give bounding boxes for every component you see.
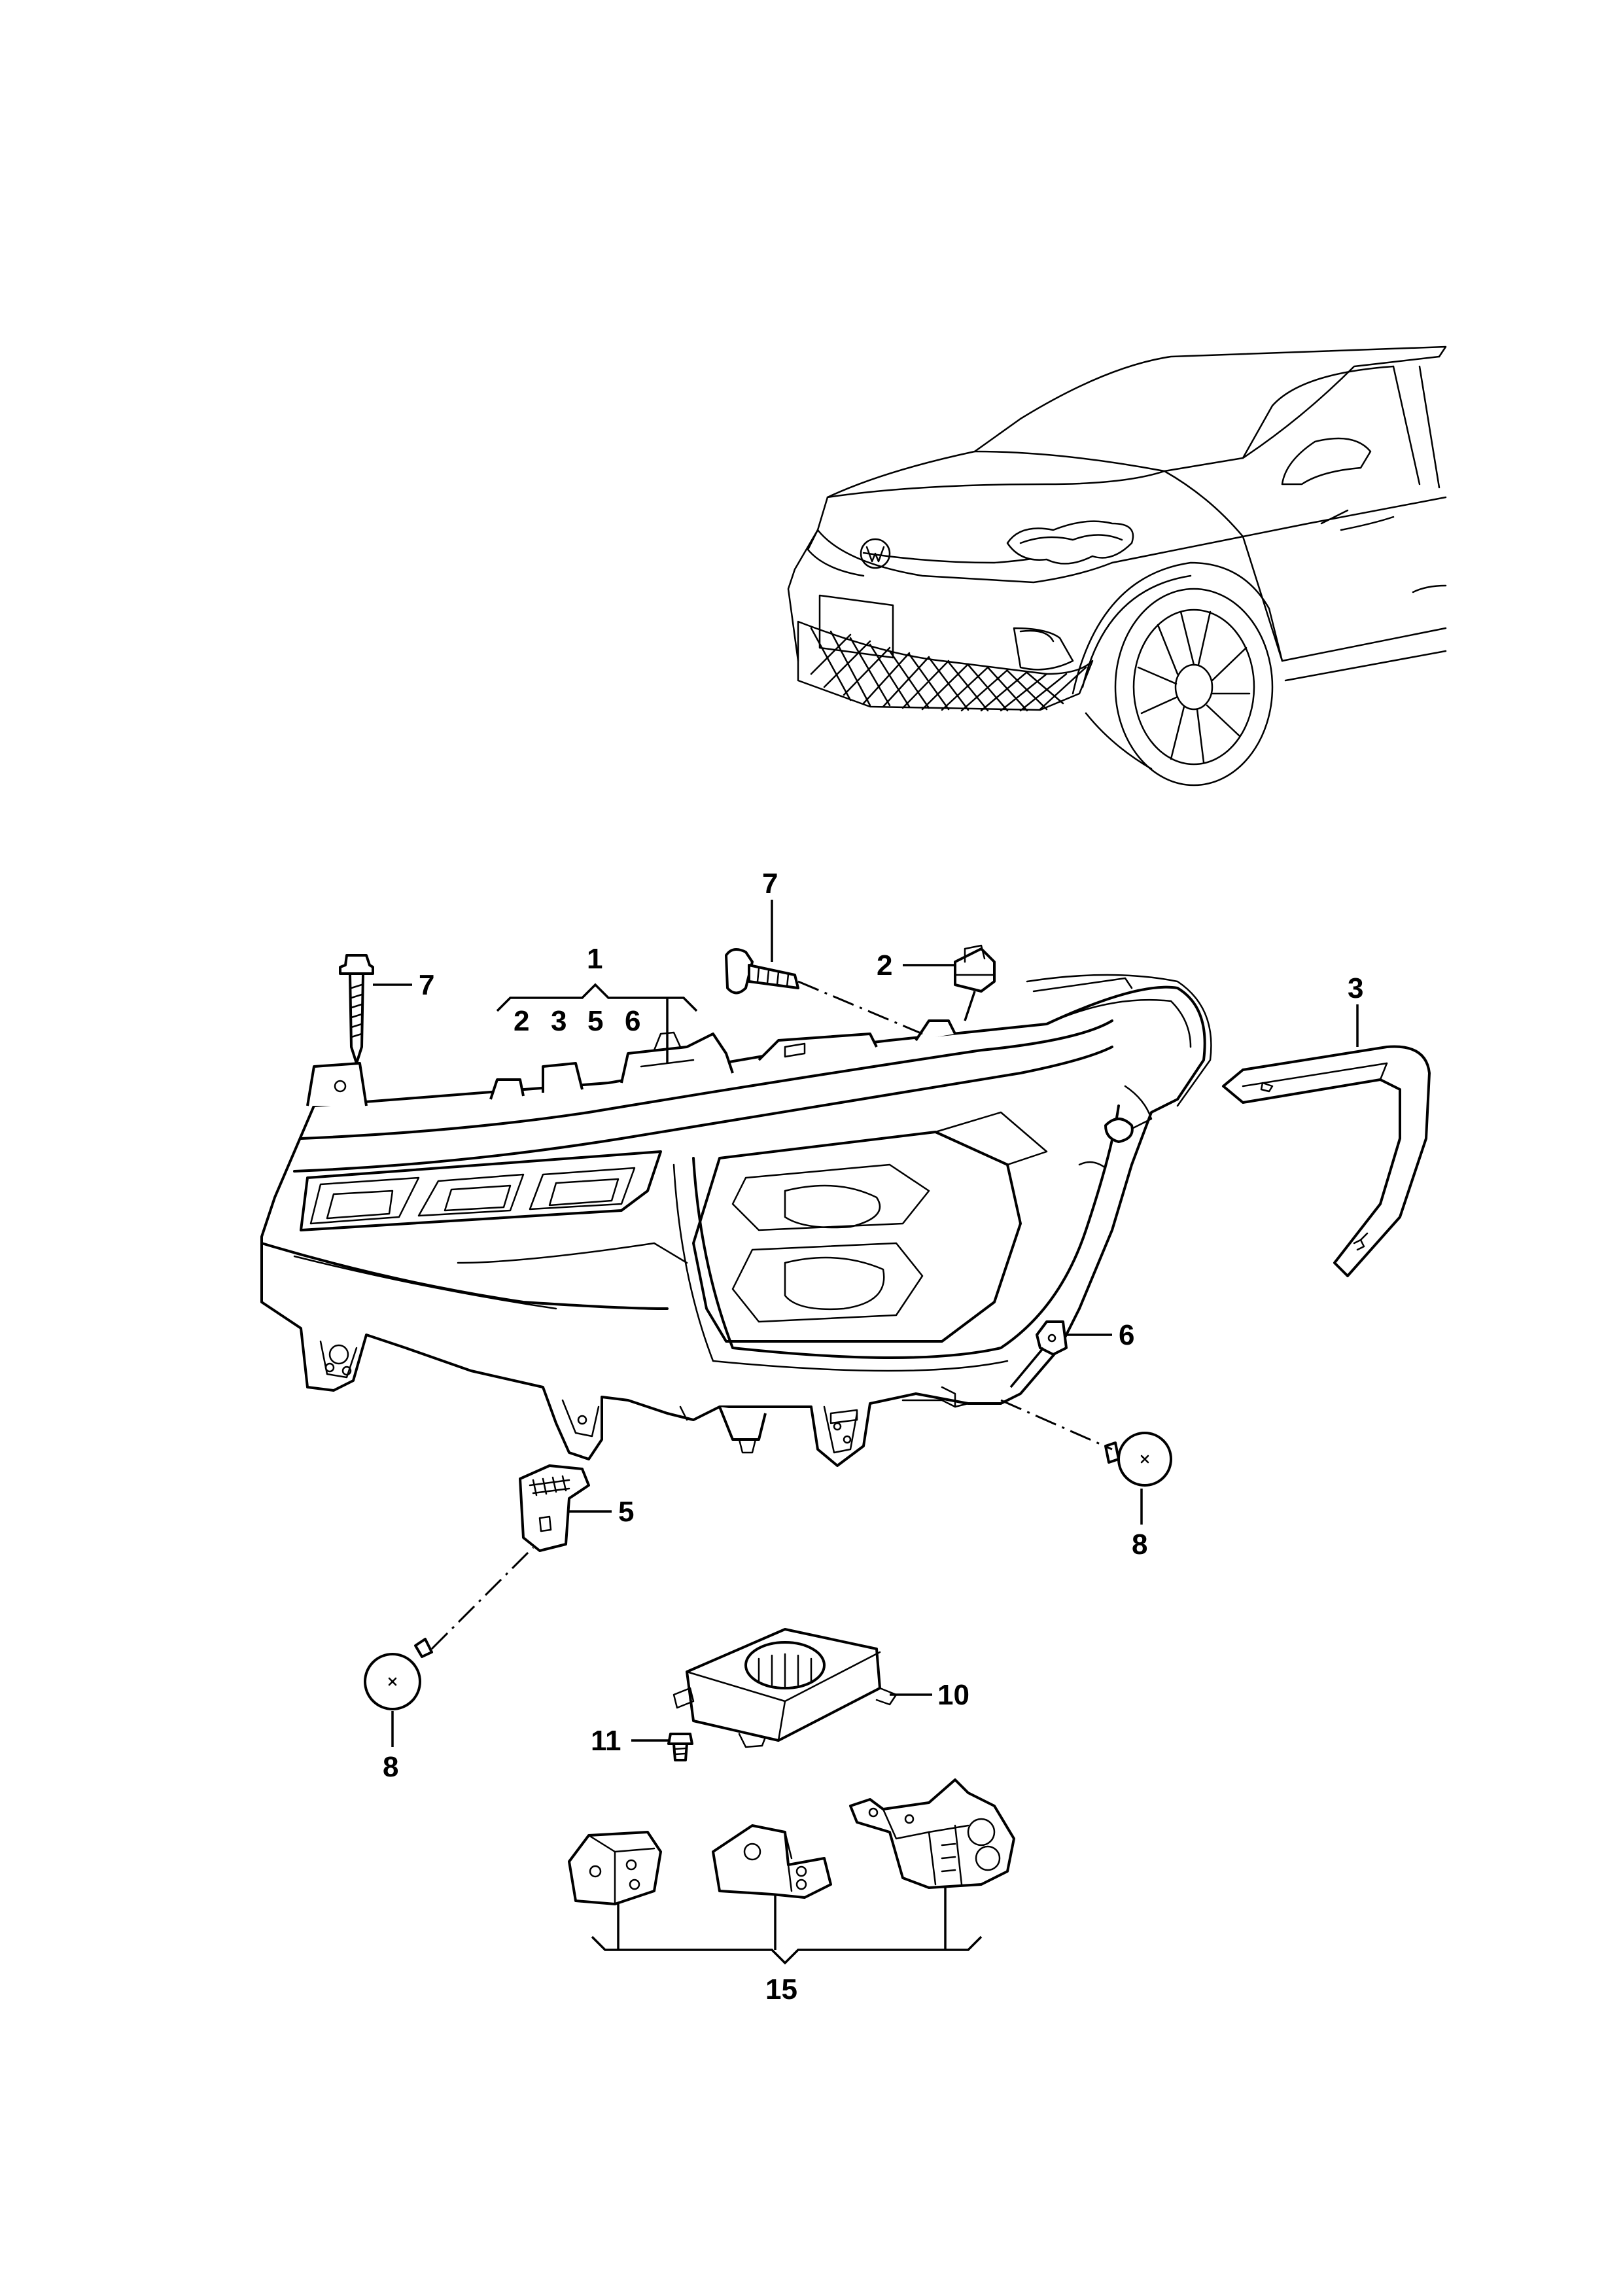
clip-part-6 bbox=[1036, 1320, 1068, 1356]
headlamp-assembly-icon bbox=[260, 974, 1212, 1467]
callout-sub-5: 5 bbox=[587, 1005, 603, 1037]
callout-15: 15 bbox=[765, 1973, 797, 2005]
connector-part-5 bbox=[519, 1464, 590, 1552]
callout-8-right: 8 bbox=[1132, 1528, 1147, 1561]
control-unit-part-10 bbox=[672, 1628, 898, 1748]
callout-6: 6 bbox=[1119, 1319, 1134, 1351]
seal-strip-part bbox=[1222, 1045, 1431, 1277]
screw-top-part bbox=[725, 948, 799, 995]
callout-11: 11 bbox=[591, 1725, 621, 1757]
callout-labels: 1 2 3 5 6 7 7 2 3 6 8 5 8 10 11 15 bbox=[383, 868, 1363, 2005]
callout-7-top: 7 bbox=[762, 868, 778, 900]
bracket-set-part-15 bbox=[568, 1778, 1015, 1905]
vehicle-overview-icon bbox=[787, 345, 1447, 786]
callout-7-left: 7 bbox=[419, 969, 434, 1001]
callout-10: 10 bbox=[937, 1679, 969, 1711]
callout-sub-6: 6 bbox=[625, 1005, 640, 1037]
bolt-left-part bbox=[339, 954, 374, 1065]
screw-part-11 bbox=[667, 1733, 693, 1761]
callout-3: 3 bbox=[1348, 972, 1363, 1004]
callout-sub-3: 3 bbox=[551, 1005, 567, 1037]
leader-lines bbox=[373, 900, 1359, 1965]
clip-part-2 bbox=[954, 944, 996, 993]
callout-8-left: 8 bbox=[383, 1751, 398, 1783]
rivet-left-part bbox=[364, 1638, 433, 1710]
callout-sub-2: 2 bbox=[514, 1005, 529, 1037]
callout-2: 2 bbox=[877, 949, 892, 981]
callout-5: 5 bbox=[618, 1496, 634, 1528]
rivet-right-part bbox=[1104, 1432, 1172, 1487]
callout-1: 1 bbox=[587, 943, 602, 975]
